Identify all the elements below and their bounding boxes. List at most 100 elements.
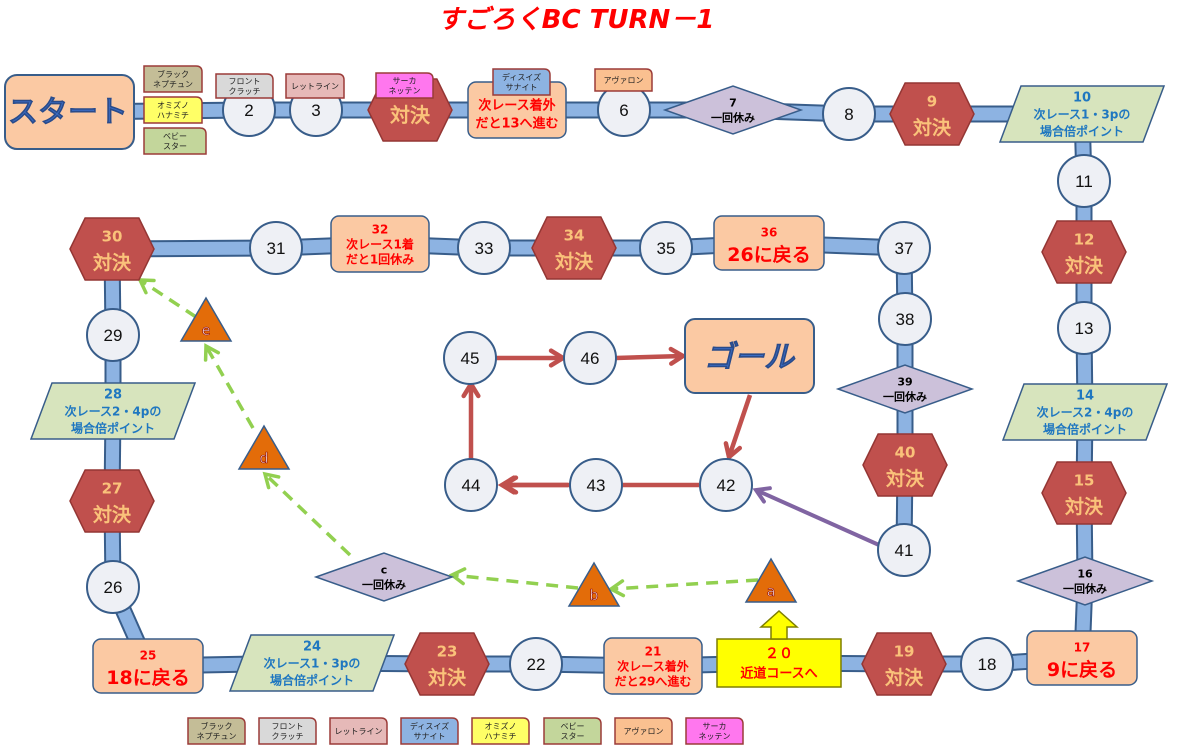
square-text: 対決 xyxy=(884,666,924,689)
player-name: ブラック xyxy=(201,721,233,731)
square-41[interactable]: 41 xyxy=(877,523,931,577)
square-a[interactable]: a xyxy=(744,557,798,603)
arrow-d-to-e xyxy=(203,343,255,429)
player-name: ハナミチ xyxy=(485,732,517,741)
square-b[interactable]: b xyxy=(567,561,621,607)
square-31[interactable]: 31 xyxy=(249,221,303,275)
square-44[interactable]: 44 xyxy=(444,458,498,512)
square-29[interactable]: 29 xyxy=(86,308,140,362)
square-text: 35 xyxy=(657,239,676,258)
start-square[interactable]: スタート xyxy=(4,74,135,150)
square-9[interactable]: 9対決 xyxy=(889,82,975,146)
square-46[interactable]: 46 xyxy=(563,331,617,385)
square-text: 次レース着外 xyxy=(617,658,688,673)
square-8[interactable]: 8 xyxy=(822,87,876,141)
square-35[interactable]: 35 xyxy=(639,221,693,275)
square-text: 対決 xyxy=(885,467,925,490)
goal-label: ゴール xyxy=(704,340,796,375)
square-text: 次レース着外 xyxy=(478,98,555,114)
shortcut-label: d xyxy=(260,451,269,467)
square-text: 8 xyxy=(844,105,853,124)
player-name: ディスイズ xyxy=(410,721,449,731)
player-name: オミズノ xyxy=(157,100,189,110)
square-text: だと29へ進む xyxy=(615,673,692,688)
square-43[interactable]: 43 xyxy=(569,458,623,512)
square-6[interactable]: 6 xyxy=(597,83,651,137)
goal-square[interactable]: ゴール xyxy=(684,318,815,394)
square-text: 次レース1着 xyxy=(346,236,414,251)
square-33[interactable]: 33 xyxy=(457,221,511,275)
square-13[interactable]: 13 xyxy=(1057,301,1111,355)
square-text: 40 xyxy=(895,443,916,461)
player-name: レットライン xyxy=(335,727,383,736)
square-11[interactable]: 11 xyxy=(1057,154,1111,208)
square-text: ２０ xyxy=(765,646,793,662)
page-title: すごろくBC TURN－1 xyxy=(438,5,715,35)
square-text: 一回休み xyxy=(1063,581,1107,595)
player-name: クラッチ xyxy=(229,87,261,96)
player-tag[interactable]: レットライン xyxy=(285,73,345,99)
square-text: 19 xyxy=(894,642,915,660)
square-text: 34 xyxy=(564,226,585,244)
square-42[interactable]: 42 xyxy=(699,458,753,512)
square-22[interactable]: 22 xyxy=(509,637,563,691)
legend-item[interactable]: アヴァロン xyxy=(614,717,673,745)
square-text: 25 xyxy=(140,648,157,662)
square-text: 44 xyxy=(462,476,481,495)
player-name: アヴァロン xyxy=(604,75,644,85)
legend-item[interactable]: レットライン xyxy=(329,717,388,745)
arrow-a-to-b xyxy=(607,578,759,598)
shortcut-label: e xyxy=(202,323,211,339)
square-26[interactable]: 26 xyxy=(86,560,140,614)
square-37[interactable]: 37 xyxy=(877,221,931,275)
square-45[interactable]: 45 xyxy=(443,331,497,385)
square-e[interactable]: e xyxy=(179,296,233,342)
square-d[interactable]: d xyxy=(237,424,291,470)
square-text: 43 xyxy=(587,476,606,495)
square-text: 33 xyxy=(475,239,494,258)
square-40[interactable]: 40 対決 xyxy=(862,433,948,497)
square-19[interactable]: 19 対決 xyxy=(861,632,947,696)
square-text: 14 xyxy=(1076,389,1094,404)
square-18[interactable]: 18 xyxy=(960,637,1014,691)
arrow-43-to-44 xyxy=(497,475,568,495)
square-38[interactable]: 38 xyxy=(878,292,932,346)
player-tag[interactable]: アヴァロン xyxy=(594,68,653,92)
arrow-goal-to-42 xyxy=(723,394,753,462)
square-text: 36 xyxy=(761,225,778,239)
